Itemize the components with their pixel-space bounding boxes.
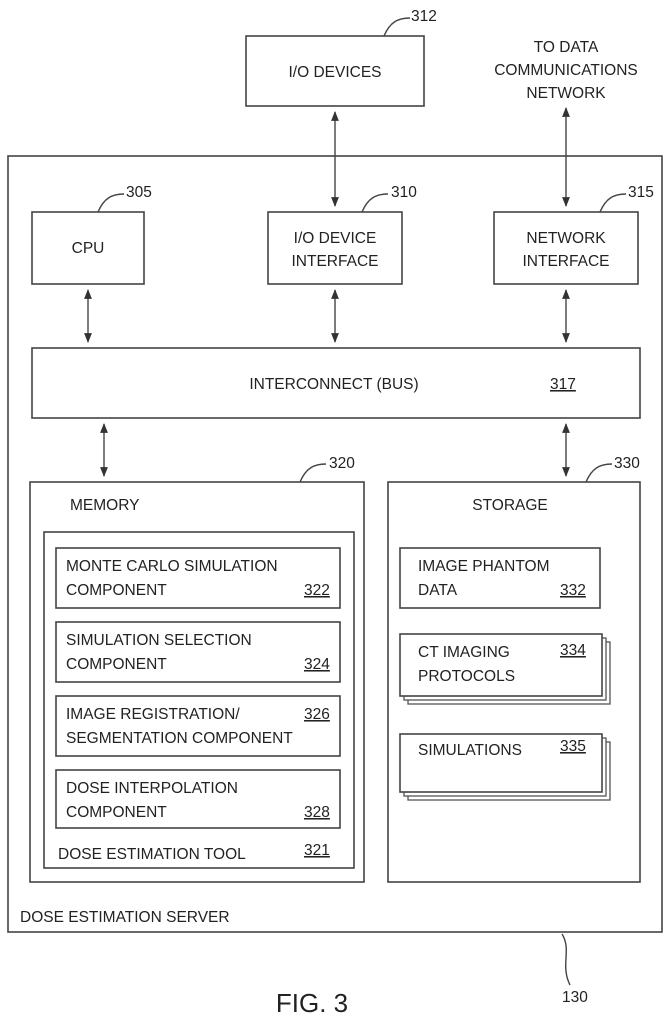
- storage-image-phantom: IMAGE PHANTOM DATA 332: [400, 548, 600, 608]
- svg-text:DOSE INTERPOLATION: DOSE INTERPOLATION: [66, 780, 238, 797]
- cpu-ref: 305: [126, 184, 152, 201]
- dose-estimation-tool-ref: 321: [304, 842, 330, 859]
- io-interface-line2: INTERFACE: [292, 253, 379, 270]
- svg-text:IMAGE PHANTOM: IMAGE PHANTOM: [418, 558, 549, 575]
- svg-text:CT IMAGING: CT IMAGING: [418, 644, 510, 661]
- bus-ref: 317: [550, 376, 576, 393]
- figure-label: FIG. 3: [276, 988, 348, 1018]
- svg-text:PROTOCOLS: PROTOCOLS: [418, 668, 515, 685]
- server-ref: 130: [562, 989, 588, 1006]
- svg-text:COMPONENT: COMPONENT: [66, 582, 167, 599]
- io-interface-ref: 310: [391, 184, 417, 201]
- svg-text:332: 332: [560, 582, 586, 599]
- svg-text:COMPONENT: COMPONENT: [66, 656, 167, 673]
- memory-label: MEMORY: [70, 497, 139, 514]
- component-monte-carlo: MONTE CARLO SIMULATION COMPONENT 322: [56, 548, 340, 608]
- network-interface-ref: 315: [628, 184, 654, 201]
- cpu-label: CPU: [72, 240, 105, 257]
- svg-text:335: 335: [560, 738, 586, 755]
- dose-estimation-tool-label: DOSE ESTIMATION TOOL: [58, 846, 246, 863]
- storage-ct-protocols: CT IMAGING PROTOCOLS 334: [400, 634, 610, 704]
- io-devices-label: I/O DEVICES: [288, 64, 381, 81]
- network-interface-box: [494, 212, 638, 284]
- network-dest-line3: NETWORK: [526, 85, 606, 102]
- svg-text:SEGMENTATION COMPONENT: SEGMENTATION COMPONENT: [66, 730, 293, 747]
- io-devices-ref: 312: [411, 8, 437, 25]
- server-ref-leader: [562, 934, 570, 985]
- network-dest-line2: COMMUNICATIONS: [494, 62, 638, 79]
- svg-text:IMAGE REGISTRATION/: IMAGE REGISTRATION/: [66, 706, 240, 723]
- component-simulation-selection: SIMULATION SELECTION COMPONENT 324: [56, 622, 340, 682]
- io-devices-ref-leader: [384, 18, 410, 36]
- svg-text:COMPONENT: COMPONENT: [66, 804, 167, 821]
- svg-text:326: 326: [304, 706, 330, 723]
- storage-label: STORAGE: [472, 497, 548, 514]
- io-interface-box: [268, 212, 402, 284]
- svg-text:322: 322: [304, 582, 330, 599]
- svg-text:328: 328: [304, 804, 330, 821]
- component-image-registration: IMAGE REGISTRATION/ SEGMENTATION COMPONE…: [56, 696, 340, 756]
- svg-text:334: 334: [560, 642, 586, 659]
- server-label: DOSE ESTIMATION SERVER: [20, 909, 230, 926]
- component-dose-interpolation: DOSE INTERPOLATION COMPONENT 328: [56, 770, 340, 828]
- memory-ref: 320: [329, 455, 355, 472]
- network-interface-line1: NETWORK: [526, 230, 606, 247]
- svg-text:MONTE CARLO SIMULATION: MONTE CARLO SIMULATION: [66, 558, 278, 575]
- storage-ref: 330: [614, 455, 640, 472]
- io-interface-line1: I/O DEVICE: [294, 230, 377, 247]
- storage-simulations: SIMULATIONS 335: [400, 734, 610, 800]
- svg-text:SIMULATION SELECTION: SIMULATION SELECTION: [66, 632, 252, 649]
- svg-text:SIMULATIONS: SIMULATIONS: [418, 742, 522, 759]
- svg-text:DATA: DATA: [418, 582, 458, 599]
- bus-label: INTERCONNECT (BUS): [249, 376, 418, 393]
- network-interface-line2: INTERFACE: [523, 253, 610, 270]
- network-dest-line1: TO DATA: [534, 39, 599, 56]
- svg-text:324: 324: [304, 656, 330, 673]
